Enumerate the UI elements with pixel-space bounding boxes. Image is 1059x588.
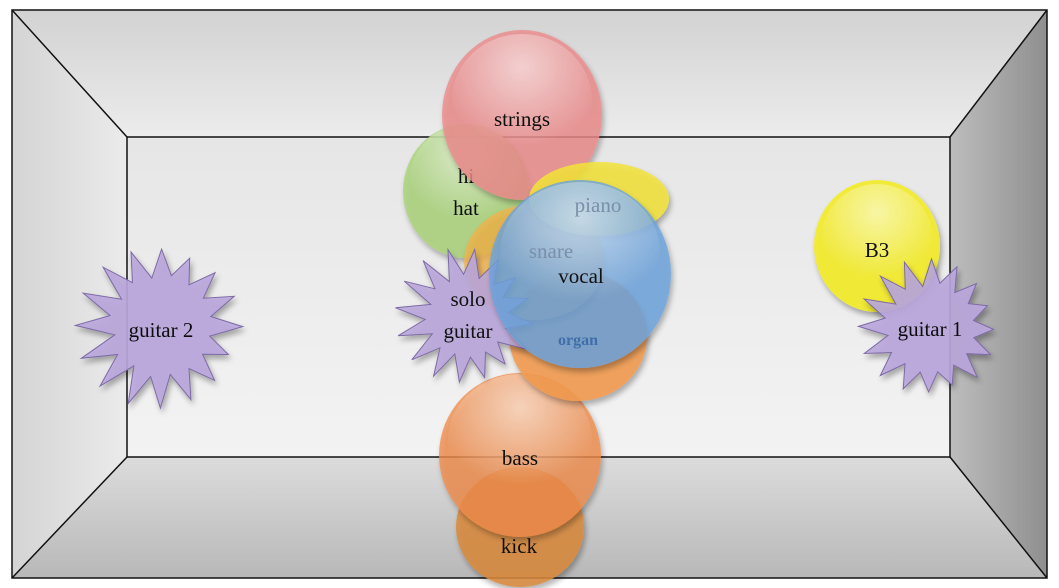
vocal-instrument	[489, 180, 671, 368]
guitar2-shape	[73, 247, 245, 410]
guitar2-instrument: guitar 2	[73, 247, 245, 410]
strings-label: strings	[494, 107, 550, 131]
bass-shine	[448, 374, 592, 506]
piano-label: piano	[575, 193, 622, 217]
room-left-wall	[12, 10, 127, 578]
hihat-label-line2: hat	[453, 196, 479, 220]
bass-label: bass	[502, 446, 538, 470]
solo-guitar-label-line1: solo	[450, 287, 485, 311]
kick-label: kick	[501, 534, 538, 558]
guitar1-instrument: guitar 1	[856, 257, 995, 394]
strings-instrument: strings	[442, 30, 602, 200]
room-edge-bottom-left	[11, 456, 128, 579]
b3-label: B3	[865, 238, 890, 262]
guitar1-shape	[856, 257, 995, 394]
vocal-label: vocal	[558, 264, 604, 288]
guitar1-label: guitar 1	[898, 317, 963, 341]
room-edge-top-left	[11, 9, 128, 138]
organ-label: organ	[558, 332, 598, 349]
room-right-wall	[950, 10, 1047, 578]
room-edge-bottom-right	[949, 456, 1048, 579]
vocal-shine	[500, 182, 660, 322]
solo-guitar-label-line2: guitar	[444, 319, 493, 343]
room-edge-top-right	[949, 9, 1048, 138]
strings-shine	[452, 34, 592, 166]
bass-instrument: bass	[439, 373, 601, 537]
guitar2-label: guitar 2	[129, 318, 194, 342]
snare-label: snare	[529, 239, 573, 263]
